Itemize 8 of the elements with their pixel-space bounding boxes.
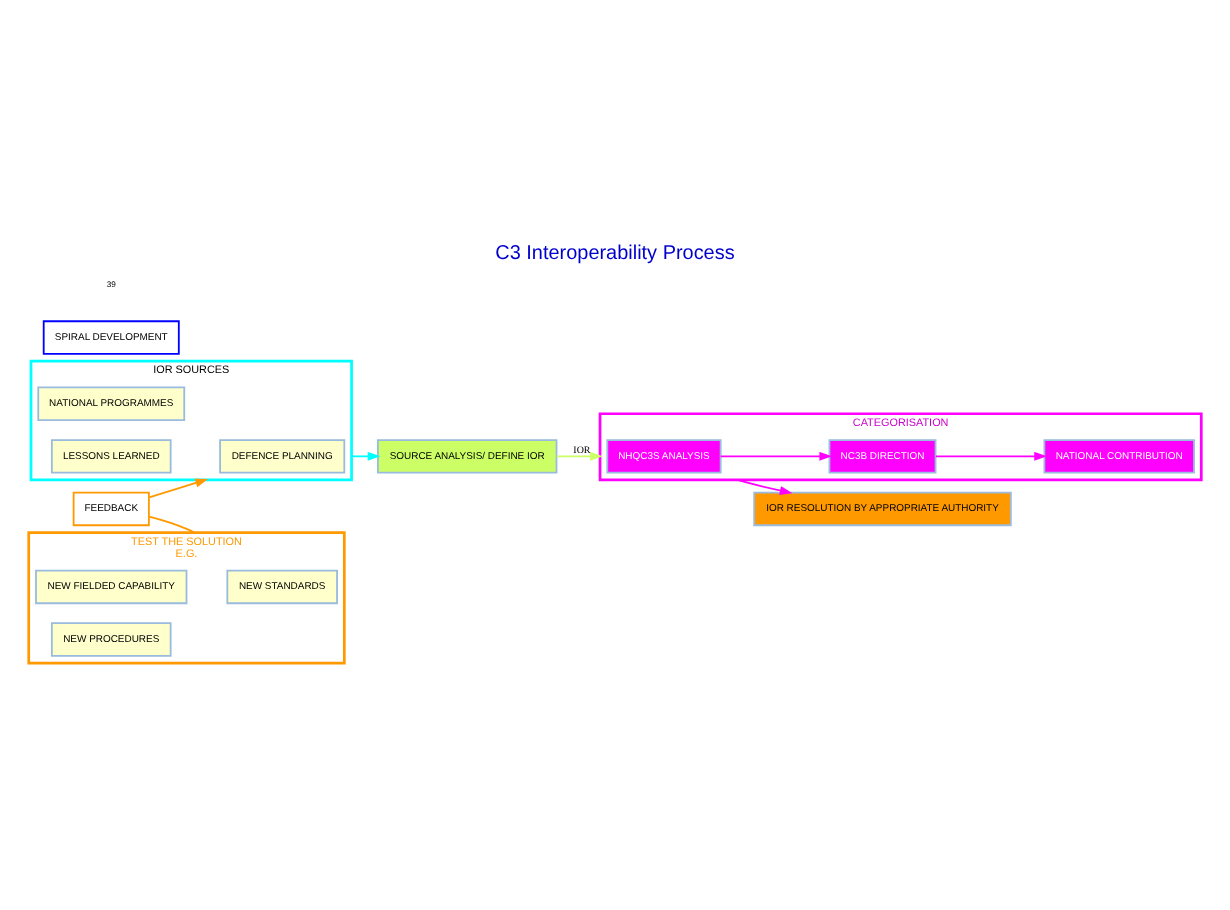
diagram-title: C3 Interoperability Process <box>495 243 735 266</box>
arrow <box>148 478 209 499</box>
arrow <box>555 451 603 461</box>
connector <box>148 515 196 534</box>
arrow <box>934 451 1047 461</box>
arrow <box>736 479 793 495</box>
arrow <box>350 451 381 461</box>
arrow <box>719 451 833 461</box>
